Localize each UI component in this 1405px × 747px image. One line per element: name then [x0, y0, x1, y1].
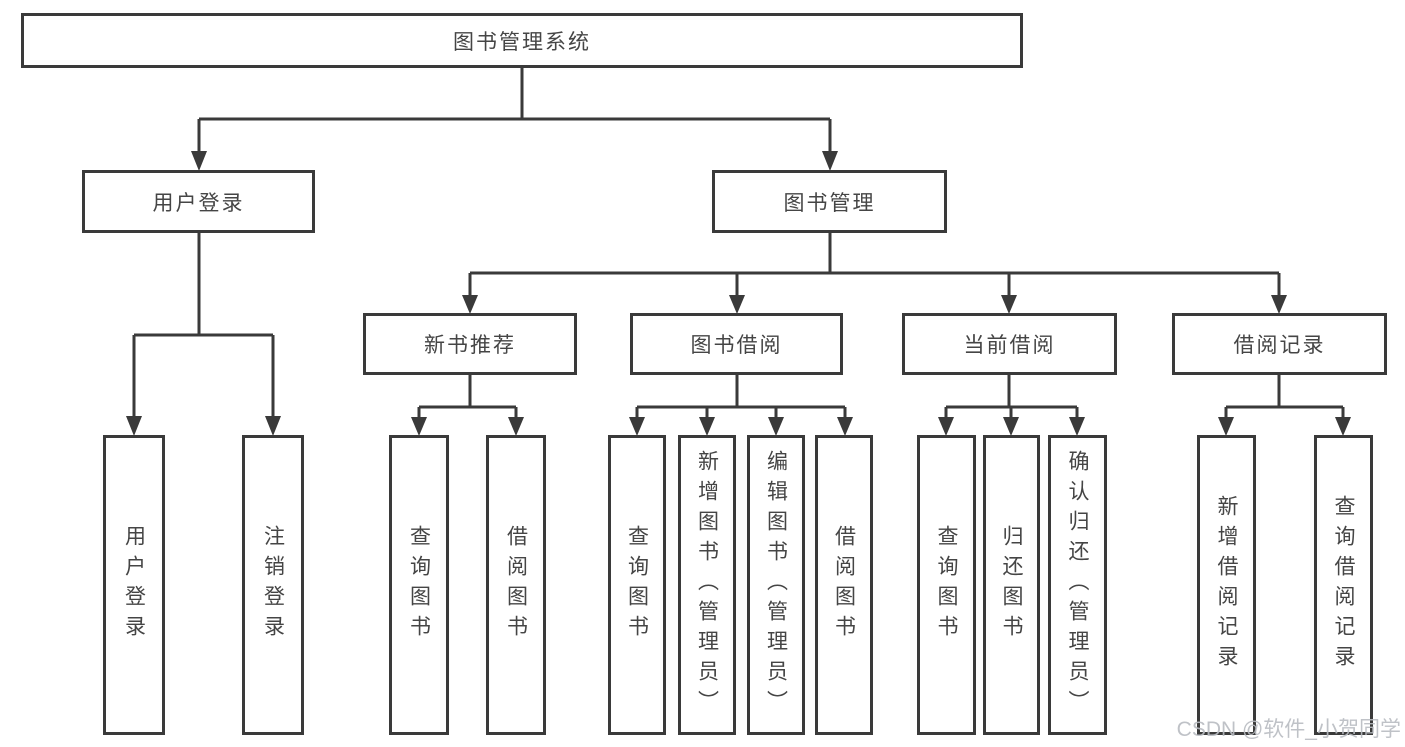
node-label: 图书管理系统	[453, 30, 591, 54]
connector-book-borrowing-to-leaves	[629, 375, 853, 436]
connector-root-to-level2	[191, 68, 838, 171]
node-label: 注销登录	[261, 525, 285, 645]
node-label: 当前借阅	[963, 334, 1056, 357]
leaf-add-borrow-record: 新增借阅记录	[1197, 435, 1256, 735]
node-book-management: 图书管理	[712, 170, 947, 233]
node-label: 归还图书	[1000, 525, 1023, 645]
node-current-borrowing: 当前借阅	[902, 313, 1117, 375]
leaf-borrow-books-recommendation: 借阅图书	[486, 435, 546, 735]
node-label: 确认归还（管理员）	[1066, 450, 1089, 720]
node-label: 用户登录	[152, 191, 245, 215]
connector-user-login-to-leaves	[126, 233, 281, 436]
leaf-add-books-admin: 新增图书（管理员）	[678, 435, 736, 735]
node-label: 查询图书	[625, 525, 649, 645]
leaf-query-books-current: 查询图书	[917, 435, 976, 735]
node-label: 新增借阅记录	[1215, 495, 1238, 675]
node-label: 新增图书（管理员）	[695, 450, 719, 720]
node-library-management-system: 图书管理系统	[21, 13, 1023, 68]
csdn-watermark: CSDN @软件_小贺同学	[1176, 718, 1401, 741]
node-label: 查询图书	[407, 525, 431, 645]
node-new-book-recommendation: 新书推荐	[363, 313, 577, 375]
leaf-return-books: 归还图书	[983, 435, 1040, 735]
node-label: 图书借阅	[690, 334, 783, 357]
leaf-query-borrow-record: 查询借阅记录	[1314, 435, 1373, 735]
node-label: 借阅图书	[504, 525, 528, 645]
node-label: 用户登录	[122, 525, 146, 645]
connector-book-management-to-level3	[462, 233, 1287, 314]
node-user-login: 用户登录	[82, 170, 315, 233]
node-label: 借阅图书	[832, 525, 856, 645]
leaf-confirm-return-admin: 确认归还（管理员）	[1048, 435, 1107, 735]
connector-new-book-recommendation-to-leaves	[411, 375, 524, 436]
node-label: 图书管理	[783, 191, 876, 215]
node-book-borrowing: 图书借阅	[630, 313, 843, 375]
leaf-borrow-books: 借阅图书	[815, 435, 873, 735]
node-label: 借阅记录	[1233, 334, 1326, 357]
node-label: 查询借阅记录	[1332, 495, 1355, 675]
leaf-query-books-recommendation: 查询图书	[389, 435, 449, 735]
leaf-query-books-borrowing: 查询图书	[608, 435, 666, 735]
node-label: 查询图书	[935, 525, 958, 645]
leaf-logout: 注销登录	[242, 435, 304, 735]
leaf-edit-books-admin: 编辑图书（管理员）	[747, 435, 805, 735]
leaf-user-login: 用户登录	[103, 435, 165, 735]
node-borrowing-records: 借阅记录	[1172, 313, 1387, 375]
connector-current-borrowing-to-leaves	[938, 375, 1085, 436]
connector-borrowing-records-to-leaves	[1218, 375, 1351, 436]
node-label: 编辑图书（管理员）	[764, 450, 788, 720]
node-label: 新书推荐	[424, 334, 516, 357]
